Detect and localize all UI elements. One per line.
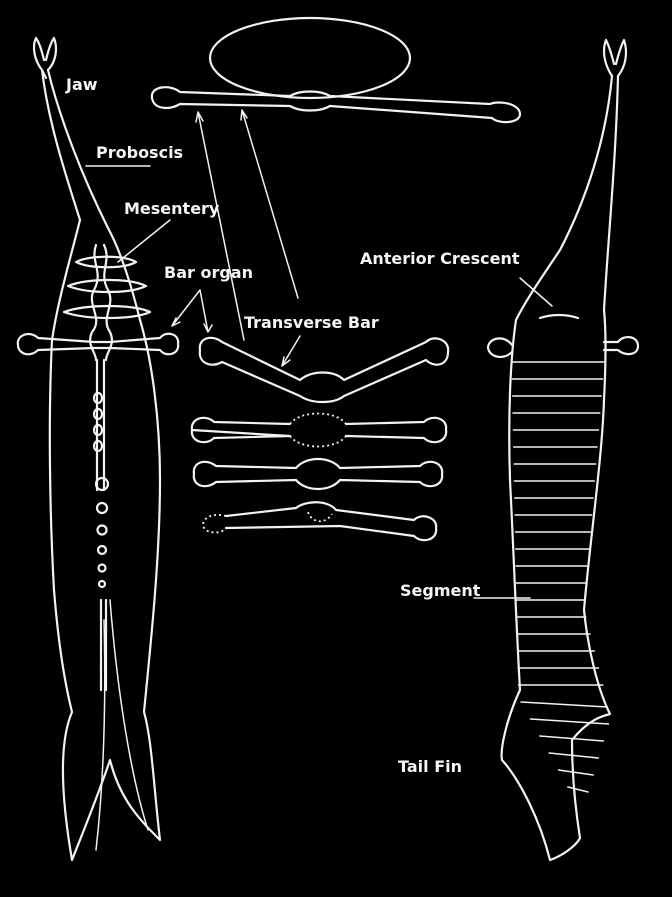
right-body-outline — [500, 308, 612, 862]
left-side-pores — [92, 391, 104, 453]
right-animal — [486, 38, 640, 862]
left-ventral-dots — [94, 476, 110, 589]
right-segments — [511, 361, 610, 793]
label-tail-fin: Tail Fin — [398, 757, 462, 776]
labels: Jaw Proboscis Mesentery Bar organ Transv… — [65, 75, 520, 776]
bar-organ-2 — [190, 416, 448, 444]
bar-organ-2-dotted-center — [289, 412, 347, 448]
top-view — [150, 16, 522, 124]
transverse-bar-arrow-up — [240, 109, 299, 299]
right-bar-organ-right — [602, 336, 640, 356]
leader-lines — [85, 109, 553, 599]
label-mesentery: Mesentery — [124, 199, 220, 218]
bar-organ-3 — [192, 457, 444, 491]
anterior-crescent-leader — [519, 277, 553, 307]
right-proboscis — [514, 74, 620, 322]
left-mesentery-3 — [62, 304, 152, 320]
left-bar-organ — [16, 332, 180, 356]
left-mesentery-2 — [66, 278, 148, 294]
left-gut-lower — [99, 598, 108, 692]
segment-line — [520, 701, 608, 708]
bar-organ-arrow-up-left — [195, 111, 245, 341]
bar-organ-1 — [198, 336, 450, 404]
transverse-bar-leader — [281, 335, 301, 367]
segment-line — [539, 735, 605, 742]
segment-line — [548, 752, 600, 759]
anterior-crescent — [538, 313, 580, 320]
left-mesentery-1 — [74, 255, 138, 269]
label-transverse-bar: Transverse Bar — [244, 313, 379, 332]
bar-organ-leader-left — [171, 289, 201, 327]
bar-organ-leader-right — [199, 289, 213, 333]
label-bar-organ: Bar organ — [164, 263, 253, 282]
bar-organ-4-dotted-left — [202, 514, 227, 534]
top-bar — [150, 86, 522, 124]
mesentery-leader — [117, 219, 171, 263]
label-segment: Segment — [400, 581, 481, 600]
right-bar-organ-left — [486, 337, 514, 358]
left-animal — [16, 36, 180, 862]
left-body-outline — [48, 218, 162, 862]
label-anterior-crescent: Anterior Crescent — [360, 249, 520, 268]
label-jaw: Jaw — [65, 75, 98, 94]
left-jaw — [32, 36, 58, 80]
left-proboscis — [40, 68, 110, 230]
top-oval — [208, 16, 412, 100]
left-tail-line — [95, 599, 149, 851]
bar-organ-4 — [224, 501, 438, 542]
label-proboscis: Proboscis — [96, 143, 183, 162]
right-jaw — [602, 38, 628, 78]
segment-line — [557, 769, 594, 776]
segment-line — [529, 718, 610, 725]
bar-organs — [190, 336, 450, 542]
bar-organ-4-dotted-center — [307, 511, 333, 523]
segment-line — [567, 786, 589, 793]
